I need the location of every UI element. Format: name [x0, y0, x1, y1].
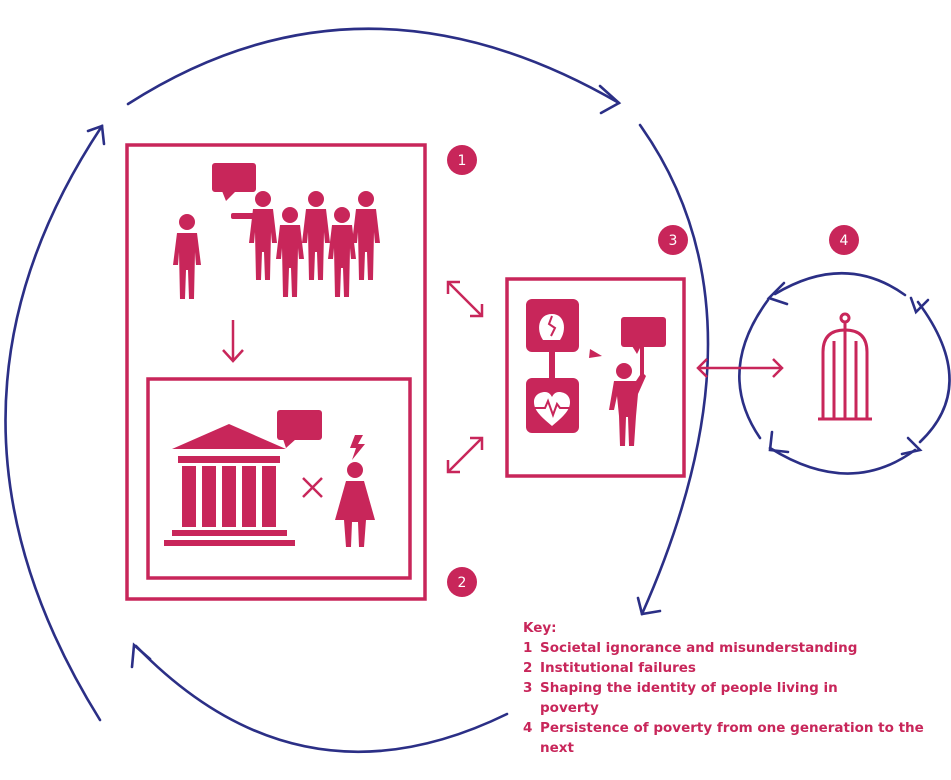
box-3-icons [526, 299, 666, 446]
badge-2: 2 [447, 567, 477, 597]
lightning-icon [350, 435, 365, 460]
key-item-3: 3 Shaping the identity of people living … [523, 678, 951, 718]
small-cycle [738, 272, 951, 475]
small-cycle-arrowhead-icon [766, 281, 789, 306]
key-item-2: 2 Institutional failures [523, 658, 951, 678]
speech-bubble-icon [212, 163, 256, 201]
key-item-text: Persistence of poverty from one generati… [540, 720, 924, 756]
box-1-icons [173, 163, 380, 299]
key-item-number: 1 [523, 640, 533, 656]
badge-1-label: 1 [458, 153, 467, 169]
birdcage-icon [818, 312, 872, 421]
down-arrow-icon [222, 320, 244, 363]
pointing-crowd-icon [231, 191, 380, 297]
small-cycle-arrowhead-icon [909, 296, 930, 315]
key-item-text: Societal ignorance and misunderstanding [540, 640, 858, 656]
institution-building-icon [164, 424, 295, 546]
key-heading: Key: [523, 620, 557, 636]
cross-icon [302, 477, 323, 498]
cycle-arc-top [126, 27, 621, 106]
badge-3: 3 [658, 225, 688, 255]
cycle-arrowhead-right-icon [636, 596, 662, 616]
broken-heart-head-icon [526, 299, 579, 352]
person-with-sign-icon [609, 346, 646, 446]
key-item-number: 2 [523, 660, 533, 676]
badge-3-label: 3 [669, 233, 678, 249]
key-legend: Key: 1 Societal ignorance and misunderst… [523, 618, 951, 758]
key-item-1: 1 Societal ignorance and misunderstandin… [523, 638, 951, 658]
key-item-4: 4 Persistence of poverty from one genera… [523, 718, 951, 758]
double-arrow-icon [696, 358, 784, 378]
heart-monitor-icon [526, 378, 579, 433]
cycle-arrowhead-top-icon [598, 84, 622, 115]
key-item-number: 4 [523, 720, 533, 736]
badge-4-label: 4 [840, 233, 849, 249]
key-item-text: Shaping the identity of people living in… [540, 680, 838, 716]
speech-bubble-icon [589, 317, 666, 358]
connector-line [549, 352, 555, 378]
cycle-arc-left [4, 124, 104, 722]
small-cycle-arrowhead-icon [900, 436, 923, 456]
cycle-arrowhead-bottom-icon [130, 642, 152, 669]
box-2-icons [164, 410, 375, 547]
badge-1: 1 [447, 145, 477, 175]
isolated-person-icon [173, 214, 201, 299]
small-cycle-arrowhead-icon [768, 430, 790, 454]
box-3-identity [505, 277, 686, 478]
key-item-text: Institutional failures [540, 660, 696, 676]
box-1-societal [125, 143, 427, 601]
double-arrow-icon [446, 280, 484, 318]
key-item-number: 3 [523, 680, 533, 696]
double-arrow-icon [446, 436, 484, 474]
badge-4: 4 [829, 225, 859, 255]
box-2-institutional [146, 377, 412, 580]
badge-2-label: 2 [458, 575, 467, 591]
big-cycle [4, 27, 710, 754]
distressed-woman-icon [335, 462, 375, 547]
speech-bubble-icon [277, 410, 322, 448]
cycle-arrowhead-left-icon [86, 124, 106, 146]
cycle-arc-bottom [134, 644, 509, 754]
cycle-arc-right [638, 123, 710, 616]
